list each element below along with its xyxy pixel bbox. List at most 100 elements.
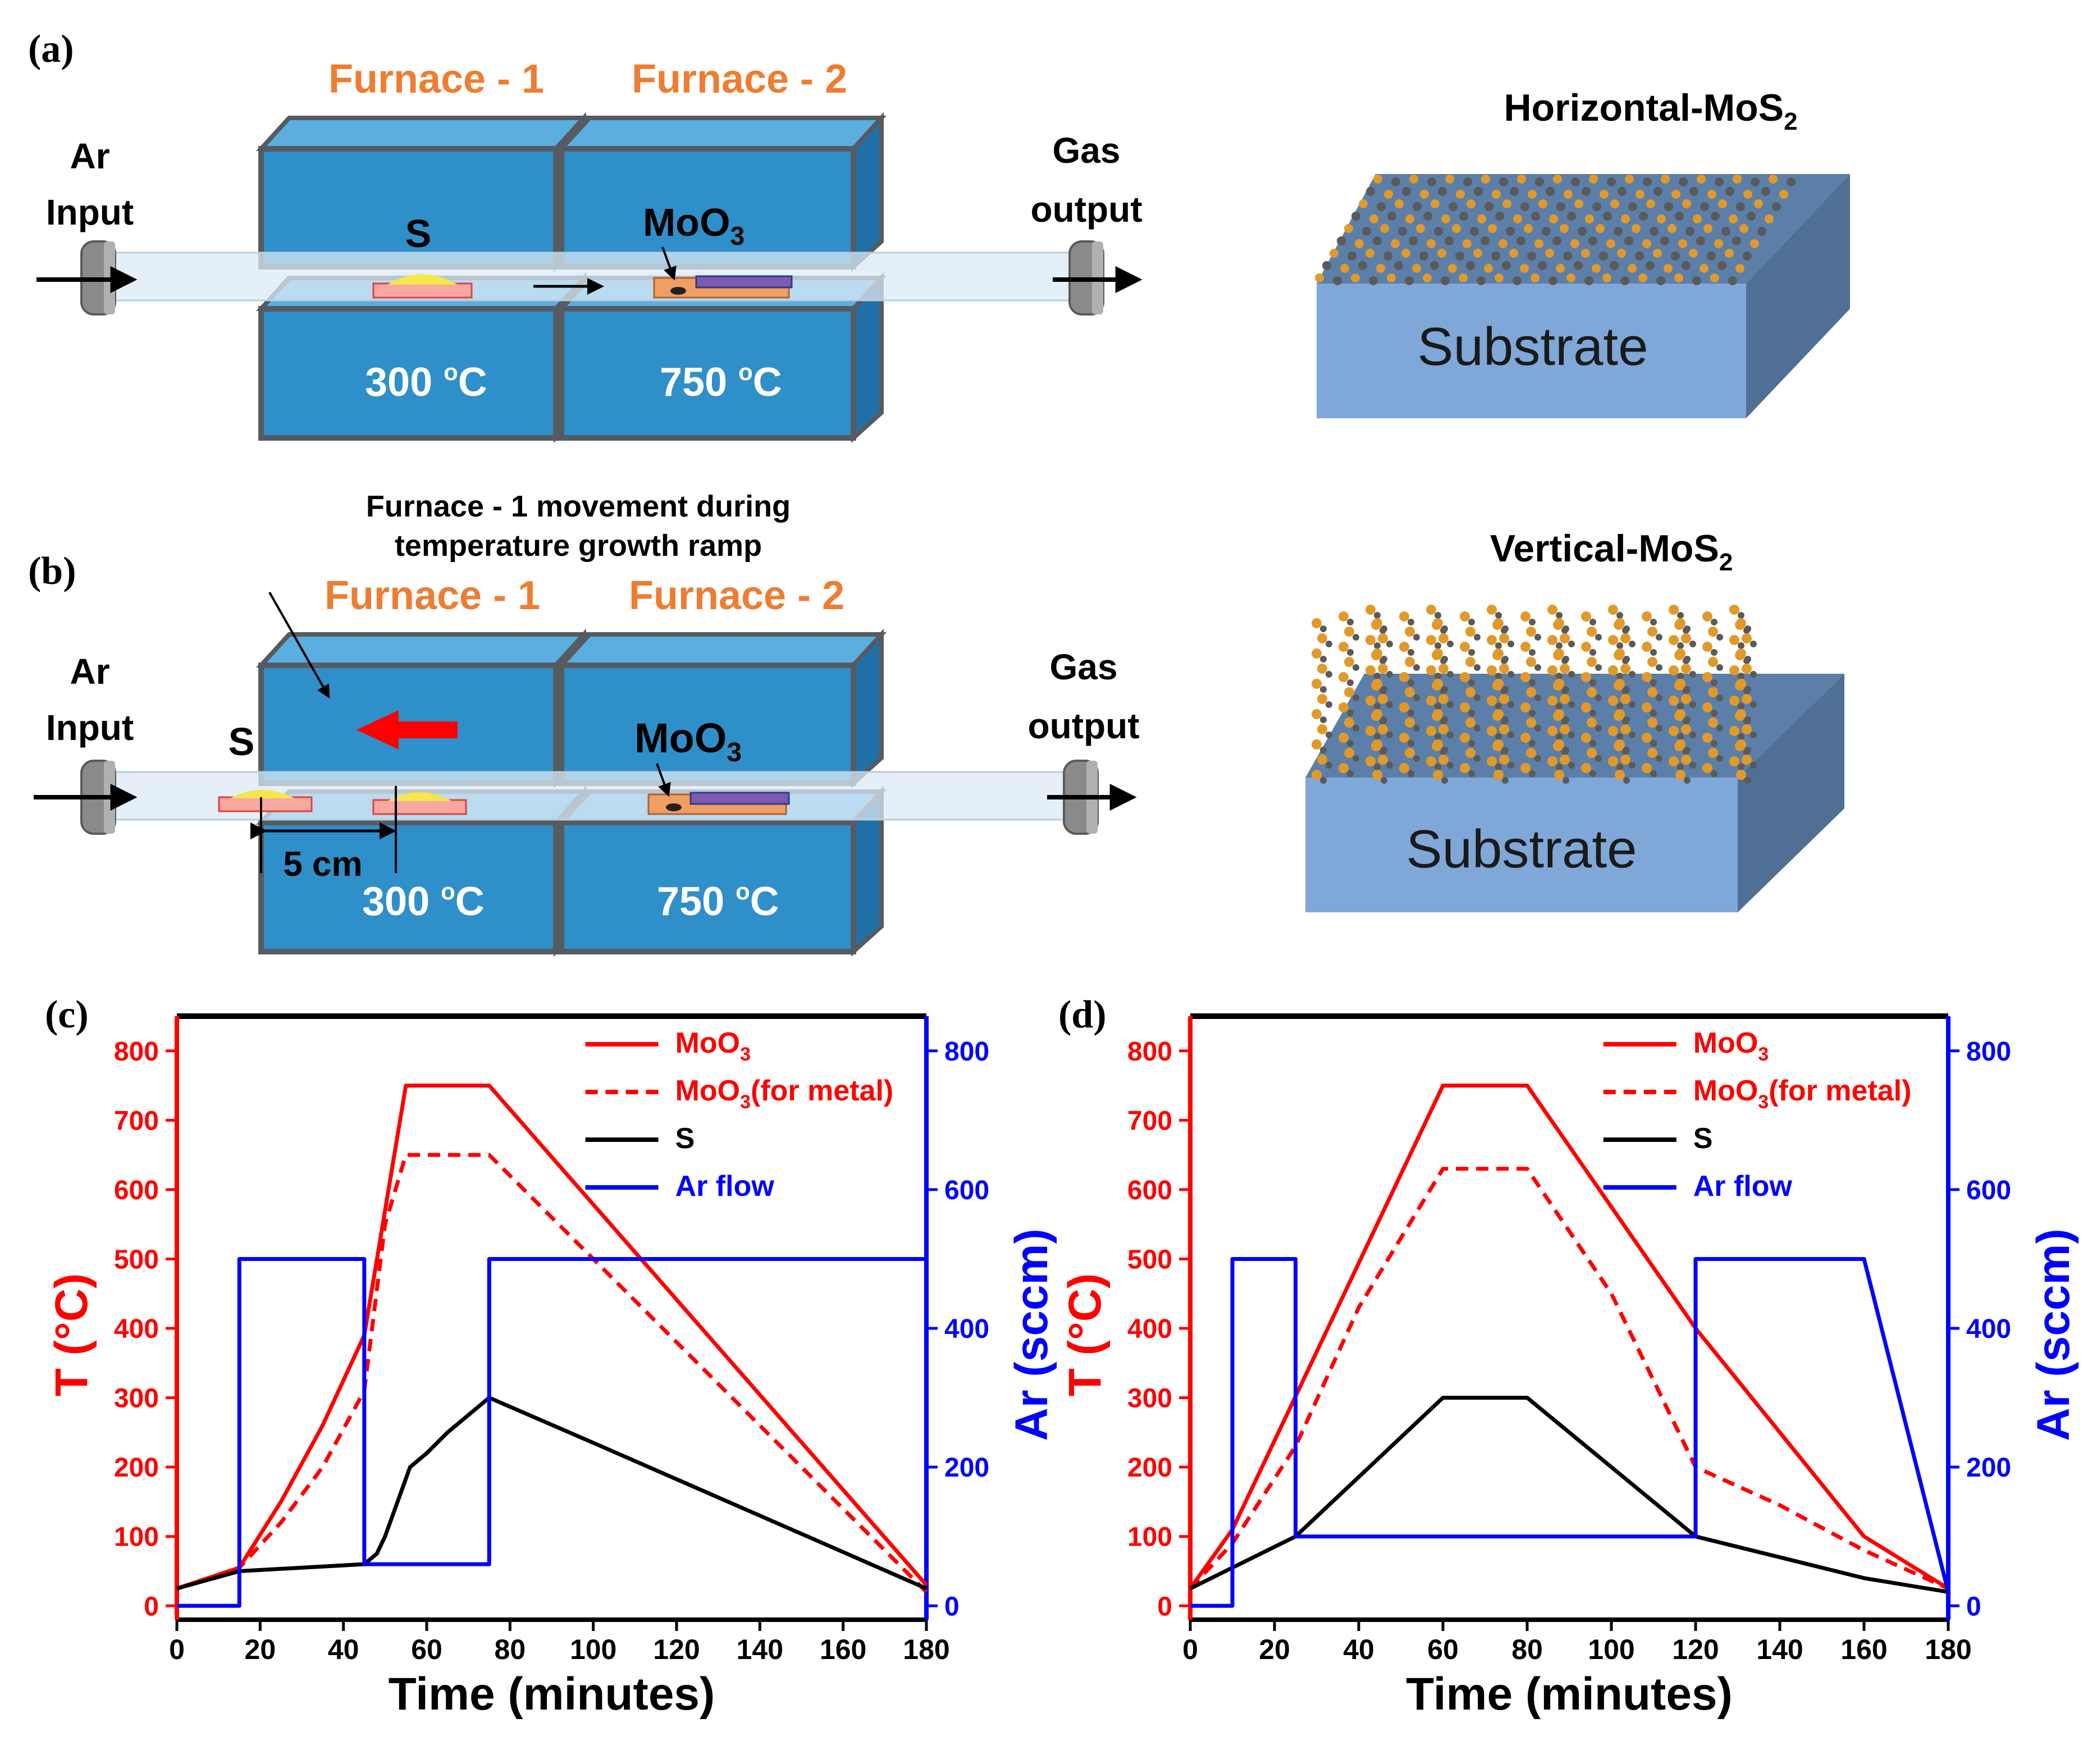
lattice-atom [1650, 649, 1657, 656]
lattice-atom [1387, 273, 1396, 282]
lattice-atom [1320, 686, 1327, 693]
legend-label: Ar flow [1693, 1170, 1793, 1203]
lattice-atom [1474, 634, 1481, 641]
sulfur-label: S [405, 212, 432, 255]
lattice-atom [1408, 770, 1414, 777]
lattice-atom [1372, 679, 1382, 689]
lattice-atom [1716, 725, 1723, 732]
left-y-tick-label: 0 [1157, 1592, 1172, 1621]
lattice-atom [1681, 633, 1691, 643]
lattice-atom [1603, 212, 1612, 221]
series-line [176, 1396, 928, 1591]
lattice-atom [1416, 224, 1425, 233]
lattice-atom [1567, 212, 1576, 221]
lattice-atom [1664, 202, 1673, 211]
lattice-atom [1529, 770, 1536, 777]
lattice-atom [1481, 175, 1490, 184]
lattice-atom [1715, 177, 1724, 186]
lattice-atom [1405, 687, 1415, 697]
lattice-atom [1668, 224, 1677, 233]
lattice-atom [1465, 627, 1476, 637]
lattice-atom [1320, 656, 1327, 662]
lattice-atom [1563, 252, 1572, 261]
lattice-atom [1529, 740, 1536, 747]
lattice-atom [1772, 202, 1781, 211]
lattice-atom [1433, 770, 1443, 780]
panel-b-label: (b) [28, 550, 76, 593]
lattice-atom [1620, 633, 1630, 643]
lattice-atom [1470, 227, 1479, 236]
lattice-atom [1438, 724, 1449, 734]
left-y-tick-label: 100 [114, 1523, 159, 1552]
lattice-atom [1426, 726, 1436, 736]
lattice-atom [1621, 214, 1630, 223]
lattice-atom [1589, 770, 1596, 777]
lattice-atom [1679, 177, 1688, 186]
lattice-atom [1602, 273, 1611, 282]
lattice-atom [1546, 187, 1555, 196]
lattice-atom [1581, 763, 1591, 773]
x-tick-label: 60 [411, 1634, 442, 1665]
lattice-atom [1438, 633, 1449, 643]
lattice-atom [1488, 224, 1497, 233]
lattice-atom [1365, 756, 1376, 766]
lattice-atom [1441, 747, 1448, 753]
lattice-atom [1381, 686, 1387, 693]
lattice-atom [1744, 686, 1751, 693]
lattice-atom [1616, 733, 1623, 740]
lattice-atom [1629, 641, 1636, 647]
lattice-atom [1568, 701, 1575, 708]
lattice-atom [1434, 227, 1443, 236]
lattice-atom [1386, 701, 1393, 708]
lattice-atom [1620, 276, 1629, 285]
lattice-atom [1326, 701, 1332, 708]
lattice-atom [1520, 202, 1529, 211]
lattice-atom [1495, 642, 1502, 649]
x-tick-label: 160 [1840, 1634, 1887, 1665]
lattice-atom [1326, 732, 1332, 738]
lattice-atom [1669, 726, 1679, 736]
lattice-atom [1362, 227, 1371, 236]
gas-output-label-line1: Gas [1053, 130, 1121, 171]
lattice-atom [1624, 236, 1633, 245]
horizontal-mos2-lattice [1315, 175, 1796, 285]
lattice-atom [1426, 665, 1436, 675]
lattice-atom [1574, 199, 1583, 208]
lattice-atom [1513, 214, 1522, 223]
lattice-atom [1693, 214, 1702, 223]
lattice-atom [1531, 273, 1540, 282]
lattice-atom [1738, 673, 1744, 679]
right-y-tick-label: 600 [1966, 1176, 2011, 1205]
lattice-atom [1484, 264, 1493, 273]
lattice-atom [1689, 249, 1698, 258]
lattice-atom [1615, 709, 1625, 719]
lattice-atom [1596, 224, 1605, 233]
lattice-atom [1520, 611, 1531, 621]
lattice-atom [1493, 739, 1504, 750]
lattice-atom [1347, 710, 1354, 716]
lattice-atom [1560, 224, 1569, 233]
lattice-atom [1738, 642, 1744, 649]
lattice-atom [1387, 212, 1396, 221]
lattice-atom [1499, 724, 1509, 734]
lattice-atom [1556, 703, 1563, 710]
lattice-atom [1520, 672, 1531, 682]
lattice-atom [1608, 665, 1618, 675]
lattice-atom [1675, 770, 1685, 780]
left-y-tick-label: 800 [1127, 1037, 1172, 1067]
lattice-atom [1374, 733, 1381, 740]
moo3-boat-b [647, 763, 790, 815]
lattice-atom [1405, 657, 1415, 667]
lattice-atom [1642, 642, 1652, 652]
lattice-atom [1736, 648, 1746, 659]
lattice-atom [1312, 770, 1322, 780]
lattice-atom [1656, 725, 1662, 732]
lattice-atom [1556, 764, 1563, 770]
lattice-atom [1487, 605, 1497, 615]
x-tick-label: 20 [1259, 1634, 1290, 1665]
lattice-atom [1517, 175, 1526, 184]
lattice-atom [1372, 618, 1382, 628]
lattice-atom [1549, 214, 1558, 223]
lattice-atom [1702, 672, 1712, 682]
lattice-atom [1347, 619, 1354, 625]
